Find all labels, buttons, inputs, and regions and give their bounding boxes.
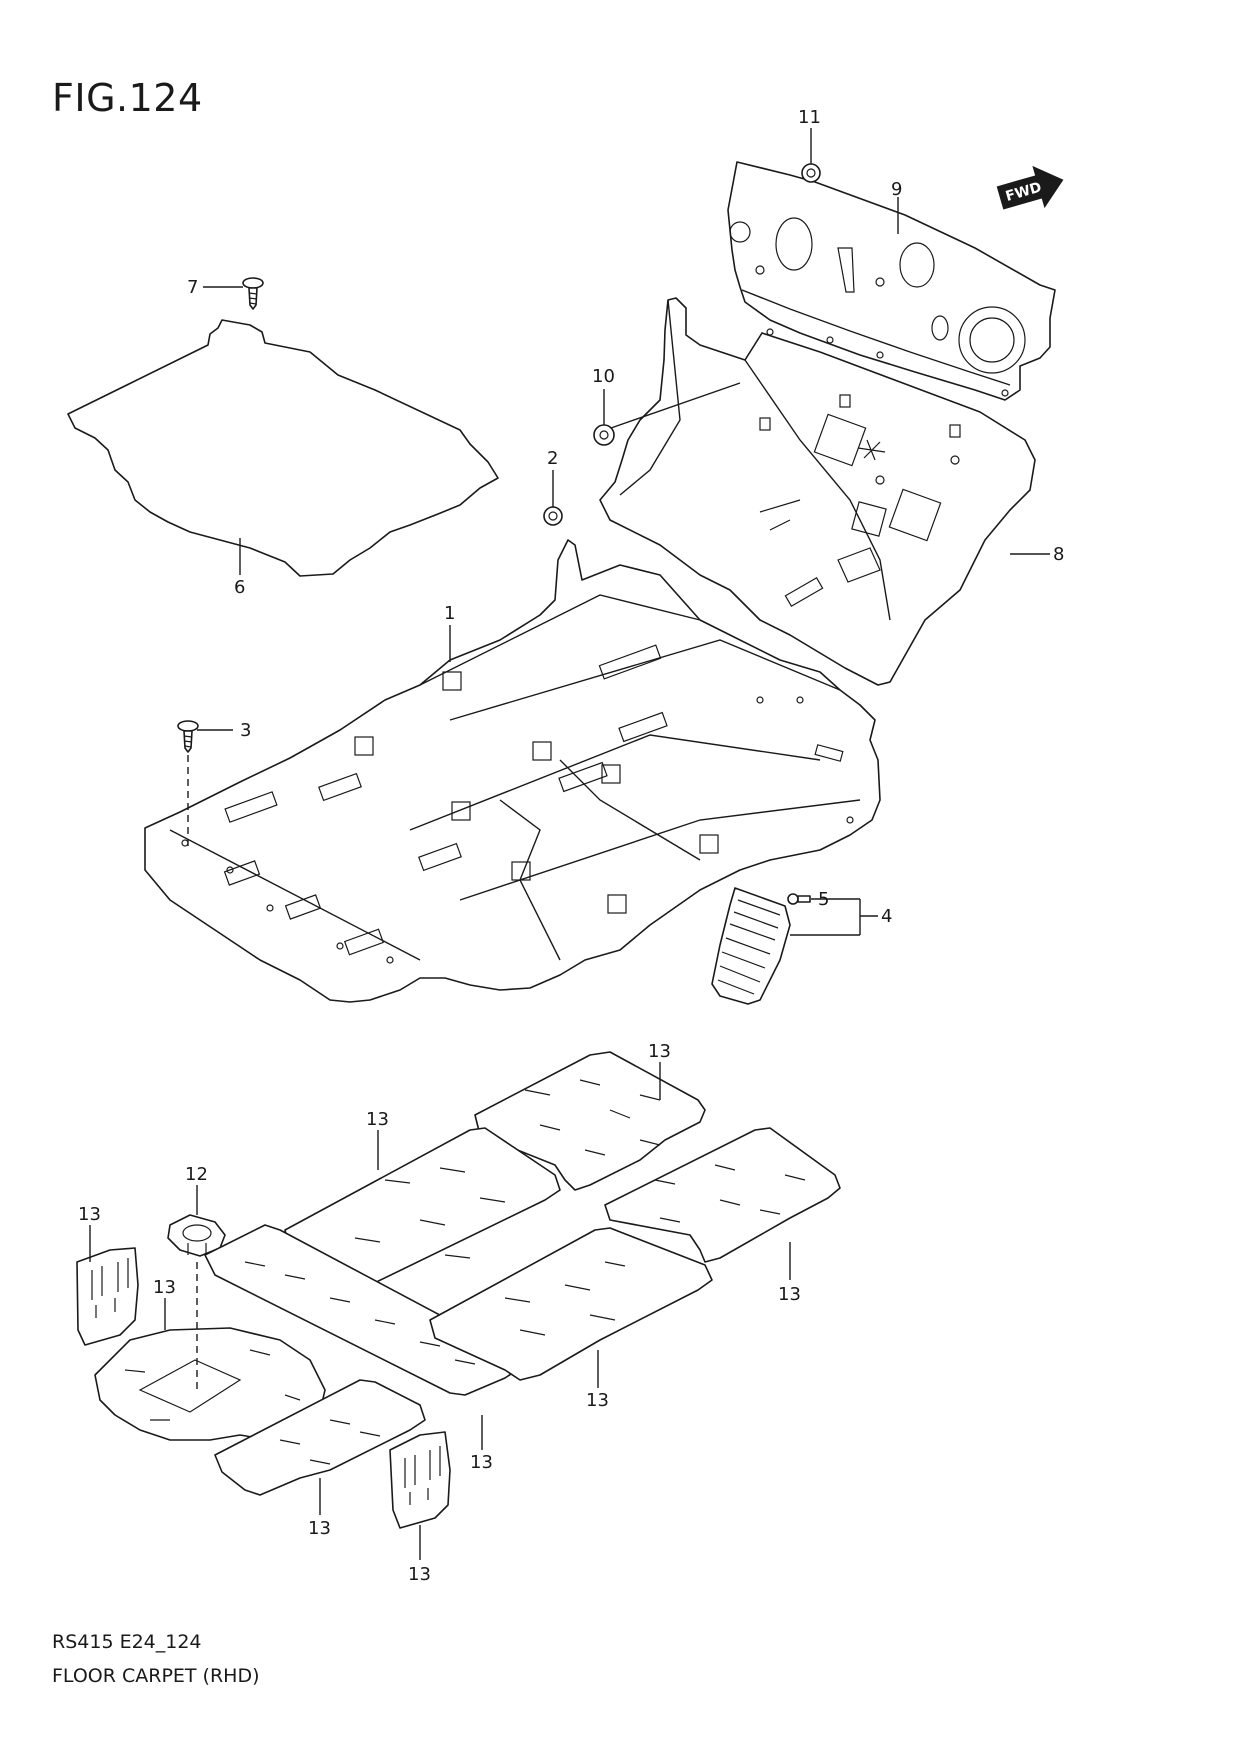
fastener-screw-7 [242, 277, 264, 310]
part-silencer-pad-c [604, 1127, 841, 1263]
callout-12: 12 [185, 1164, 208, 1185]
callout-13: 13 [778, 1284, 801, 1305]
callout-9: 9 [891, 179, 902, 200]
callout-7: 7 [187, 277, 198, 298]
forward-arrow-icon: FWD [996, 165, 1064, 210]
callout-13: 13 [78, 1204, 101, 1225]
leader-lines [89, 128, 1050, 1560]
callout-6: 6 [234, 577, 245, 598]
callout-4: 4 [881, 906, 892, 927]
callout-13: 13 [408, 1564, 431, 1585]
figure-code: RS415 E24_124 [52, 1631, 202, 1653]
part-luggage-floor-mat [67, 319, 499, 577]
part-dash-insulator [599, 297, 1036, 686]
callout-8: 8 [1053, 544, 1064, 565]
part-dash-silencer [727, 161, 1056, 401]
part-pedal-mat [711, 887, 791, 1005]
callout-13: 13 [648, 1041, 671, 1062]
part-silencer-pad-a [474, 1051, 706, 1191]
part-silencer-pad-e [429, 1227, 713, 1381]
part-side-pad-right [389, 1431, 451, 1529]
callout-10: 10 [592, 366, 615, 387]
callout-3: 3 [240, 720, 251, 741]
fastener-clip-2 [543, 506, 563, 526]
callout-13: 13 [308, 1518, 331, 1539]
figure-name: FLOOR CARPET (RHD) [52, 1665, 260, 1687]
callout-2: 2 [547, 448, 558, 469]
callout-13: 13 [366, 1109, 389, 1130]
callout-11: 11 [798, 107, 821, 128]
callout-5: 5 [818, 889, 829, 910]
part-rear-pad [214, 1379, 426, 1496]
callout-13: 13 [153, 1277, 176, 1298]
fastener-screw-5 [787, 893, 811, 905]
figure-title: FIG.124 [52, 76, 203, 120]
fastener-screw-3 [177, 720, 199, 753]
callout-labels: 11 9 8 10 2 7 6 1 3 5 4 12 13 13 13 13 1… [78, 107, 1064, 1585]
part-side-pad-left [76, 1247, 139, 1346]
fastener-clip-11 [801, 163, 821, 183]
callout-1: 1 [444, 603, 455, 624]
callout-13: 13 [586, 1390, 609, 1411]
callout-13: 13 [470, 1452, 493, 1473]
part-main-floor-carpet [144, 539, 881, 1003]
